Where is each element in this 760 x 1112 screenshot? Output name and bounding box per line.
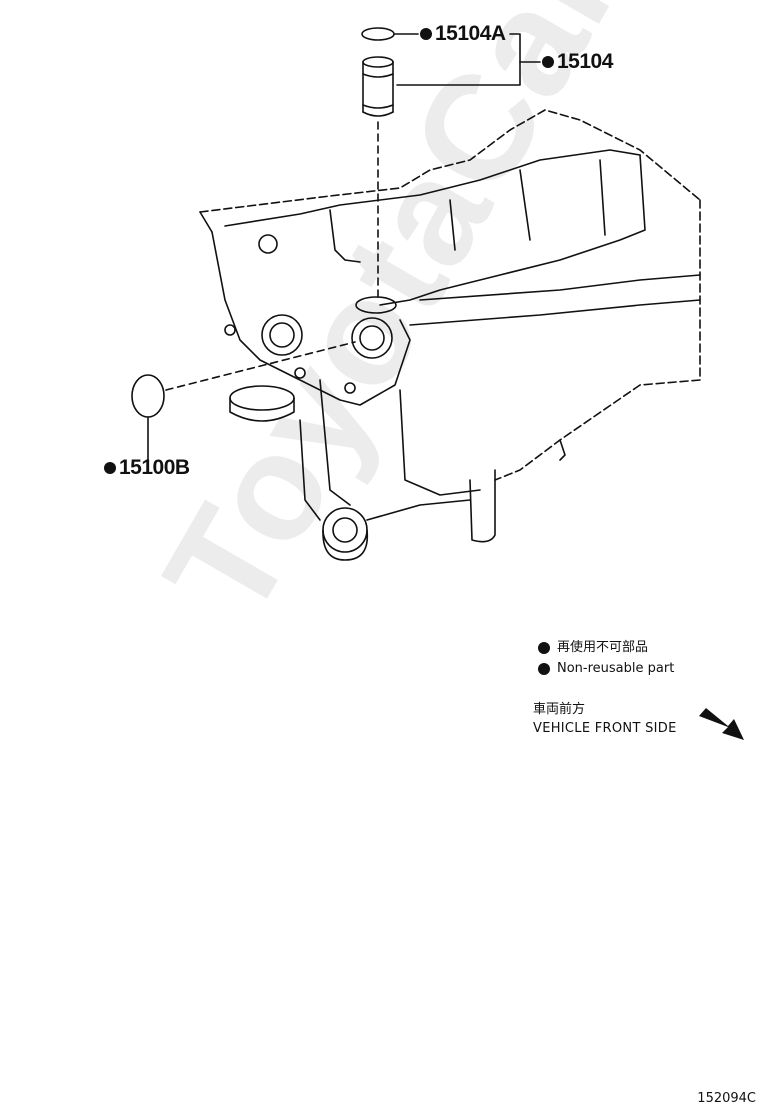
legend-row-jp: 再使用不可部品	[538, 637, 674, 658]
part-label-15104a[interactable]: 15104A	[420, 22, 506, 46]
non-reusable-dot-icon	[538, 662, 550, 675]
oil-strainer	[362, 56, 394, 117]
vehicle-front-jp: 車両前方	[533, 702, 586, 717]
part-label-15104[interactable]: 15104	[542, 50, 613, 74]
oil-pan-body	[199, 109, 701, 561]
diagram-id: 152094C	[697, 1091, 756, 1106]
part-label-15100b[interactable]: 15100B	[104, 456, 190, 480]
vehicle-front-en: VEHICLE FRONT SIDE	[533, 721, 677, 736]
vehicle-front-note: 車両前方 VEHICLE FRONT SIDE	[533, 700, 677, 738]
non-reusable-dot-icon	[538, 641, 550, 654]
non-reusable-dot-icon	[420, 28, 432, 40]
legend: 再使用不可部品 Non-reusable part	[538, 637, 674, 679]
assembly-line-oring	[165, 341, 356, 391]
o-ring-small	[361, 27, 395, 41]
vehicle-front-arrow-icon	[699, 708, 744, 740]
legend-row-en: Non-reusable part	[538, 658, 674, 679]
non-reusable-dot-icon	[542, 56, 554, 68]
non-reusable-dot-icon	[104, 462, 116, 474]
o-ring-large	[131, 374, 165, 418]
